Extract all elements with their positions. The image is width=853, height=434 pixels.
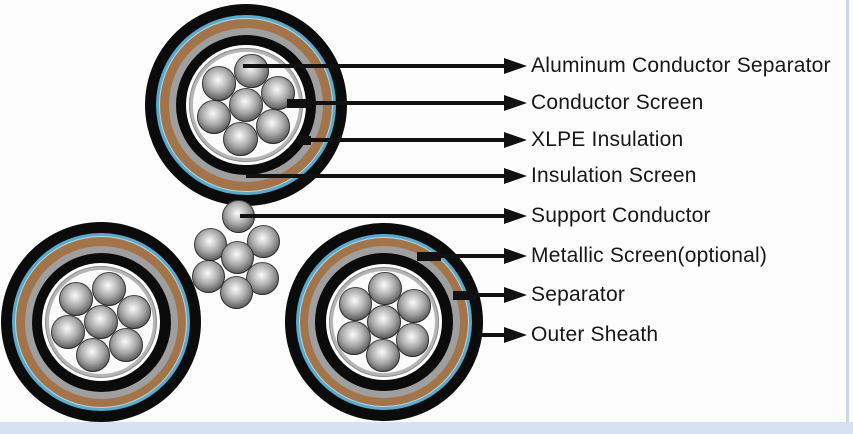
cable-top-conductor-strand	[223, 121, 258, 157]
callout-arrow-line-7	[479, 333, 507, 337]
cable-bottom-right-conductor-strand	[367, 305, 401, 339]
callout-label-2: XLPE Insulation	[531, 128, 684, 151]
cable-bottom-left-conductor-strand	[59, 281, 94, 316]
callout-label-4: Support Conductor	[531, 204, 711, 227]
callout-label-6: Separator	[531, 283, 626, 306]
callout-label-0: Aluminum Conductor Separator	[531, 54, 831, 77]
support-conductor-strand	[220, 240, 254, 274]
callout-arrow-line-0	[243, 64, 507, 68]
support-conductor-strand	[219, 275, 253, 309]
cable-top-conductor-strand	[196, 100, 232, 135]
callout-arrowhead-0	[504, 58, 527, 74]
bottom-edge-strip	[0, 422, 853, 434]
callout-arrow-line-1	[287, 101, 507, 105]
callout-arrowhead-4	[504, 208, 527, 224]
callout-label-7: Outer Sheath	[531, 323, 659, 346]
callout-arrow-line-4	[240, 214, 507, 218]
cable-bottom-right-conductor-strand	[365, 338, 400, 373]
callout-arrowhead-2	[504, 132, 527, 148]
callout-arrow-line-6	[453, 293, 507, 297]
cable-top-conductor-strand	[234, 53, 269, 89]
cable-bottom-left-conductor-strand	[76, 338, 111, 373]
callout-arrow-marker-2	[297, 135, 311, 145]
cable-bottom-right-conductor-strand	[337, 320, 372, 355]
callout-arrow-marker-1	[287, 98, 312, 108]
support-conductor-strand	[191, 259, 225, 293]
callout-arrow-line-3	[246, 174, 507, 178]
cable-bottom-left-conductor-strand	[116, 295, 151, 330]
callout-label-3: Insulation Screen	[531, 164, 697, 187]
cable-bottom-left-conductor-strand	[108, 328, 143, 363]
callout-arrowhead-6	[504, 287, 527, 303]
callout-label-1: Conductor Screen	[531, 91, 704, 114]
cable-bottom-right-conductor-strand	[396, 289, 431, 324]
callout-arrowhead-3	[504, 168, 527, 184]
cable-bottom-right-conductor-strand	[338, 287, 373, 321]
cable-bottom-right-conductor-strand	[368, 271, 402, 306]
callout-arrow-line-2	[297, 138, 507, 142]
callout-arrowhead-5	[504, 248, 527, 264]
callout-arrow-line-5	[417, 254, 507, 258]
callout-label-5: Metallic Screen(optional)	[531, 244, 768, 267]
right-edge-strip	[846, 0, 849, 422]
cable-top-conductor-strand	[255, 109, 290, 144]
callout-arrowhead-1	[504, 95, 527, 111]
callout-arrow-marker-6	[453, 290, 477, 300]
cable-bottom-right-conductor-strand	[395, 323, 430, 357]
cable-top-conductor-strand	[202, 66, 237, 101]
callout-arrowhead-7	[504, 327, 527, 343]
cable-bottom-left-conductor-strand	[51, 314, 86, 349]
callout-arrow-marker-5	[417, 251, 441, 261]
